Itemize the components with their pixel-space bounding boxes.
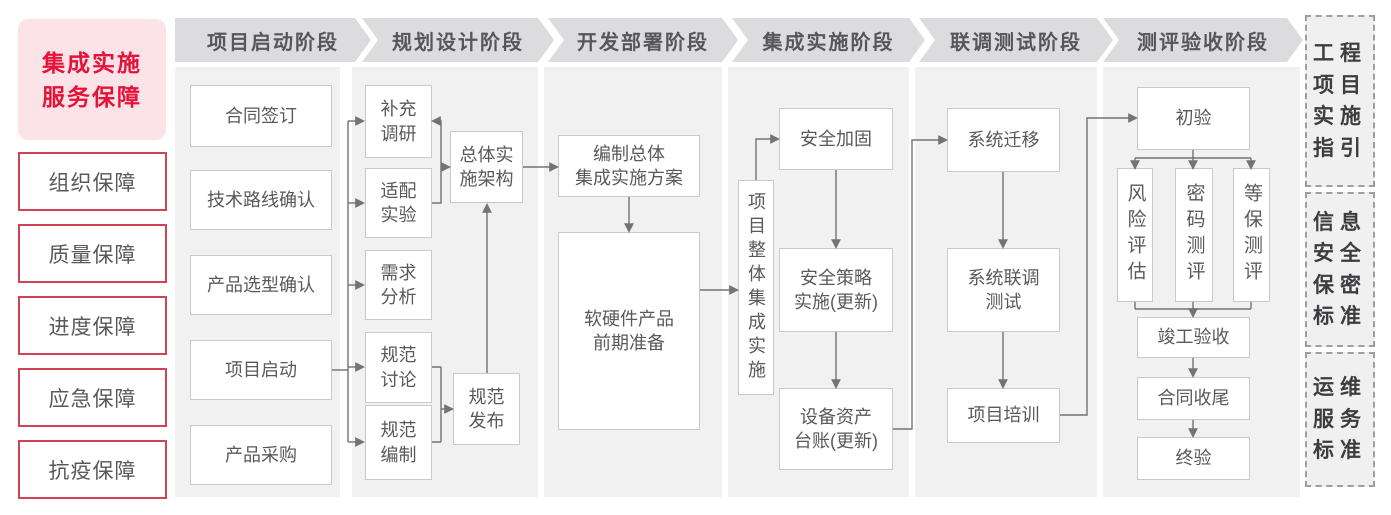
box-overall-integration-plan: 编制总体 集成实施方案 [558,135,700,197]
guarantee-item-epidemic: 抗疫保障 [18,440,167,499]
guarantee-item-organization: 组织保障 [18,152,167,211]
box-overall-implementation-architecture: 总体实 施架构 [450,131,523,203]
box-risk-assessment: 风险评估 [1117,168,1153,302]
phase-banner-planning-design: 规划设计阶段 [362,18,554,62]
box-requirement-analysis: 需求 分析 [365,250,432,320]
box-equipment-asset-ledger: 设备资产 台账(更新) [779,388,893,470]
box-product-selection-confirm: 产品选型确认 [190,255,332,315]
box-hw-sw-preparation: 软硬件产品 前期准备 [558,232,700,430]
box-final-acceptance: 终验 [1137,437,1250,480]
phase-banner-dev-deploy: 开发部署阶段 [548,18,738,62]
guarantee-item-emergency: 应急保障 [18,368,167,427]
box-spec-compilation: 规范 编制 [365,405,432,480]
phase-banner-joint-test: 联调测试阶段 [919,18,1113,62]
box-contract-closure: 合同收尾 [1137,377,1250,420]
box-classified-protection-evaluation: 等保测评 [1233,168,1270,302]
phase-banner-project-start: 项目启动阶段 [175,18,371,62]
standard-engineering-project-guide: 工程 项目 实施 指引 [1305,15,1375,187]
box-security-policy-implementation: 安全策略 实施(更新) [779,248,893,332]
box-contract-signing: 合同签订 [190,85,332,147]
standard-ops-service: 运维 服务 标准 [1305,352,1375,487]
box-security-hardening: 安全加固 [779,108,893,170]
box-supplementary-research: 补充 调研 [365,85,432,158]
box-product-procurement: 产品采购 [190,425,332,485]
standard-info-security-confidentiality: 信息 安全 保密 标准 [1305,192,1375,347]
box-project-training: 项目培训 [947,388,1060,443]
guarantee-item-quality: 质量保障 [18,224,167,283]
box-spec-release: 规范 发布 [453,373,520,445]
box-preliminary-acceptance: 初验 [1137,87,1250,150]
box-completion-acceptance: 竣工验收 [1137,317,1250,358]
phase-banner-acceptance: 测评验收阶段 [1103,18,1303,62]
box-project-kickoff: 项目启动 [190,340,332,400]
box-system-migration: 系统迁移 [947,108,1060,172]
box-spec-discussion: 规范 讨论 [365,332,432,403]
box-system-joint-debug-test: 系统联调 测试 [947,248,1060,332]
phase-banner-integration: 集成实施阶段 [732,18,925,62]
box-overall-integration-implementation: 项目整体集成实施 [738,180,774,395]
box-cipher-evaluation: 密码测评 [1175,168,1213,302]
left-panel-title: 集成实施 服务保障 [18,19,166,140]
box-tech-route-confirm: 技术路线确认 [190,170,332,230]
box-adaptation-test: 适配 实验 [365,168,432,238]
guarantee-item-schedule: 进度保障 [18,296,167,355]
